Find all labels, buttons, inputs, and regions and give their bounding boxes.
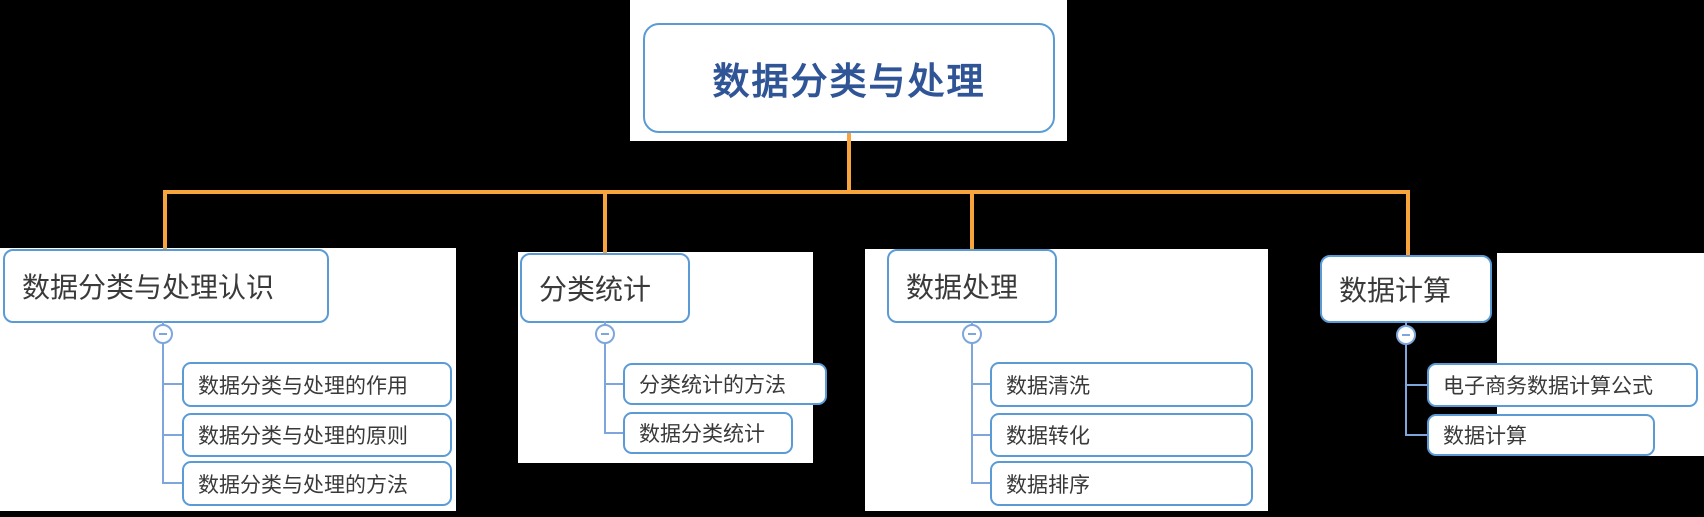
branch-1-child-stub — [162, 482, 182, 484]
minus-glyph — [601, 333, 609, 335]
branch-2-child-stub — [604, 383, 623, 385]
connector-drop-branch-2 — [603, 190, 607, 254]
connector-horizontal-rail — [163, 190, 1410, 194]
child-node[interactable]: 数据分类与处理的原则 — [182, 413, 452, 457]
child-node[interactable]: 数据转化 — [990, 413, 1253, 457]
branch-3-stem-line — [971, 321, 973, 325]
child-node[interactable]: 数据分类统计 — [623, 412, 793, 454]
branch-3-child-stub — [971, 482, 990, 484]
branch-3-child-stub — [971, 434, 990, 436]
branch-node-3[interactable]: 数据处理 — [887, 249, 1057, 323]
branch-1-stem-line — [162, 321, 164, 325]
branch-node-4[interactable]: 数据计算 — [1320, 255, 1492, 323]
root-node[interactable]: 数据分类与处理 — [643, 23, 1055, 133]
connector-drop-branch-1 — [163, 190, 167, 250]
branch-4-child-stub — [1405, 384, 1427, 386]
child-node[interactable]: 数据清洗 — [990, 362, 1253, 407]
branch-node-1[interactable]: 数据分类与处理认识 — [3, 249, 329, 323]
branch-1-child-rail — [162, 342, 164, 484]
collapse-minus-icon[interactable] — [153, 324, 173, 344]
branch-3-child-stub — [971, 383, 990, 385]
branch-3-child-rail — [971, 342, 973, 484]
child-node[interactable]: 数据计算 — [1427, 414, 1655, 456]
child-node[interactable]: 电子商务数据计算公式 — [1427, 363, 1698, 407]
connector-root-vertical — [847, 133, 851, 192]
minus-glyph — [1402, 334, 1410, 336]
collapse-minus-icon[interactable] — [1396, 325, 1416, 345]
collapse-minus-icon[interactable] — [962, 324, 982, 344]
branch-1-child-stub — [162, 434, 182, 436]
branch-1-child-stub — [162, 383, 182, 385]
minus-glyph — [968, 333, 976, 335]
connector-drop-branch-4 — [1406, 190, 1410, 256]
branch-4-stem-line — [1405, 321, 1407, 326]
branch-node-2[interactable]: 分类统计 — [520, 253, 690, 323]
branch-2-child-stub — [604, 432, 623, 434]
branch-4-child-rail — [1405, 343, 1407, 436]
child-node[interactable]: 数据分类与处理的方法 — [182, 461, 452, 506]
child-node[interactable]: 数据排序 — [990, 461, 1253, 506]
collapse-minus-icon[interactable] — [595, 324, 615, 344]
minus-glyph — [159, 333, 167, 335]
child-node[interactable]: 数据分类与处理的作用 — [182, 362, 452, 407]
branch-2-child-rail — [604, 342, 606, 434]
connector-drop-branch-3 — [970, 190, 974, 250]
branch-2-stem-line — [604, 321, 606, 325]
child-node[interactable]: 分类统计的方法 — [623, 363, 827, 405]
branch-4-child-stub — [1405, 434, 1427, 436]
